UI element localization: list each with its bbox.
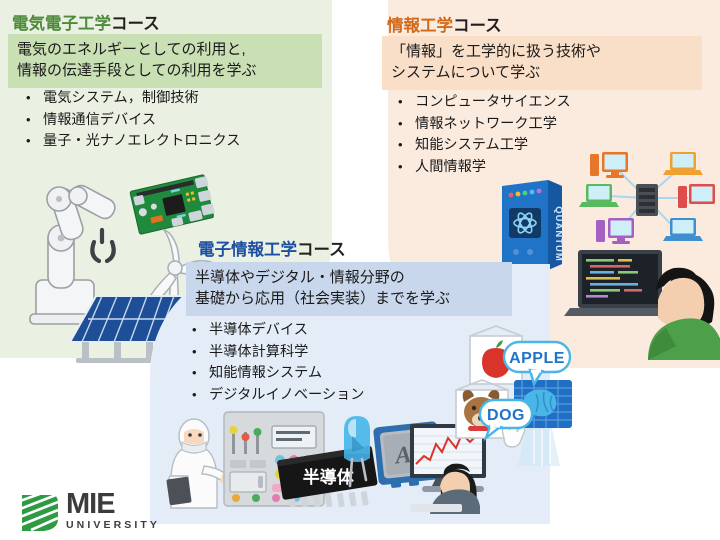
mie-leaf-icon — [19, 489, 59, 532]
description-line: 電気のエネルギーとしての利用と, — [17, 41, 246, 58]
course-topics-electronic-information: • 半導体デバイス • 半導体計算科学 • 知能情報システム • デジタルイノベ… — [192, 320, 365, 407]
programmer-at-laptop-icon — [564, 232, 720, 360]
bullet-marker: • — [26, 111, 31, 127]
single-board-computer-icon — [128, 172, 220, 238]
description-line: 「情報」を工学的に扱う技術や — [391, 43, 602, 60]
bullet-marker: • — [398, 159, 403, 175]
list-item: • 半導体デバイス — [192, 320, 365, 342]
course-title-electronic-information: 電子情報工学コース — [198, 236, 346, 260]
list-item: • 人間情報学 — [398, 157, 571, 179]
bullet-marker: • — [398, 137, 403, 153]
list-item: • デジタルイノベーション — [192, 385, 365, 407]
list-item: • 半導体計算科学 — [192, 342, 365, 364]
course-title-tail: コース — [297, 241, 346, 259]
bubble-dog-label: DOG — [487, 407, 525, 424]
topic-label: 量子・光ナノエレクトロニクス — [43, 133, 241, 150]
list-item: • 知能システム工学 — [398, 135, 571, 157]
bullet-marker: • — [192, 365, 197, 381]
list-item: • 量子・光ナノエレクトロニクス — [26, 131, 241, 153]
course-description-information-engineering: 「情報」を工学的に扱う技術や システムについて学ぶ — [382, 36, 702, 90]
bullet-marker: • — [192, 322, 197, 337]
bullet-marker: • — [192, 387, 197, 403]
logo-university-text: UNIVERSITY — [66, 519, 161, 531]
course-title-tail: コース — [111, 15, 160, 33]
topic-label: 情報通信デバイス — [43, 111, 157, 128]
quantum-tower-label: QUANTUM — [553, 206, 564, 262]
list-item: • 電気システム，制御技術 — [26, 88, 241, 110]
course-description-electrical-electronic: 電気のエネルギーとしての利用と, 情報の伝達手段としての利用を学ぶ — [8, 34, 322, 88]
description-line: 情報の伝達手段としての利用を学ぶ — [17, 62, 257, 80]
mie-wordmark: MIE UNIVERSITY — [66, 490, 160, 531]
topic-label: 情報ネットワーク工学 — [415, 115, 557, 132]
bullet-marker: • — [192, 343, 197, 359]
course-title-strong: 情報工学 — [387, 17, 453, 35]
logo-mie-text: MIE — [66, 488, 116, 520]
quantum-computer-icon: QUANTUM — [496, 178, 572, 274]
bullet-marker: • — [26, 133, 31, 149]
course-title-strong: 電子情報工学 — [198, 241, 297, 259]
description-line: 半導体やデジタル・情報分野の — [195, 269, 405, 286]
solar-panel-icon — [62, 280, 194, 366]
topic-label: 知能情報システム — [209, 365, 323, 382]
computer-network-icon — [579, 144, 715, 252]
bubble-apple-label: APPLE — [509, 350, 565, 367]
bullet-marker: • — [26, 90, 31, 105]
course-title-information-engineering: 情報工学コース — [387, 12, 502, 36]
list-item: • 情報通信デバイス — [26, 110, 241, 132]
course-topics-information-engineering: • コンピュータサイエンス • 情報ネットワーク工学 • 知能システム工学 • … — [398, 92, 571, 179]
list-item: • 知能情報システム — [192, 363, 365, 385]
bullet-marker: • — [398, 115, 403, 131]
image-recognition-brain-icon: APPLE DOG — [455, 325, 586, 484]
topic-label: 知能システム工学 — [415, 137, 529, 154]
course-title-electrical-electronic: 電気電子工学コース — [12, 10, 160, 34]
topic-label: 半導体デバイス — [209, 322, 308, 338]
topic-label: デジタルイノベーション — [209, 387, 365, 404]
blue-led-icon — [330, 412, 384, 490]
course-topics-electrical-electronic: • 電気システム，制御技術 • 情報通信デバイス • 量子・光ナノエレクトロニク… — [26, 88, 241, 153]
topic-label: 半導体計算科学 — [209, 343, 309, 360]
mie-university-logo: MIE UNIVERSITY — [18, 489, 157, 532]
course-title-tail: コース — [453, 17, 502, 35]
course-description-electronic-information: 半導体やデジタル・情報分野の 基礎から応用（社会実装）までを学ぶ — [186, 262, 512, 316]
list-item: • 情報ネットワーク工学 — [398, 114, 571, 136]
list-item: • コンピュータサイエンス — [398, 92, 571, 114]
topic-label: コンピュータサイエンス — [415, 94, 571, 110]
semiconductor-chip-label: 半導体 — [303, 467, 355, 487]
course-title-strong: 電気電子工学 — [12, 15, 111, 33]
topic-label: 電気システム，制御技術 — [43, 90, 199, 106]
topic-label: 人間情報学 — [415, 159, 486, 176]
description-line: システムについて学ぶ — [391, 64, 541, 82]
bullet-marker: • — [398, 94, 403, 109]
cleanroom-engineer-icon — [166, 414, 238, 510]
description-line: 基礎から応用（社会実装）までを学ぶ — [195, 290, 451, 308]
